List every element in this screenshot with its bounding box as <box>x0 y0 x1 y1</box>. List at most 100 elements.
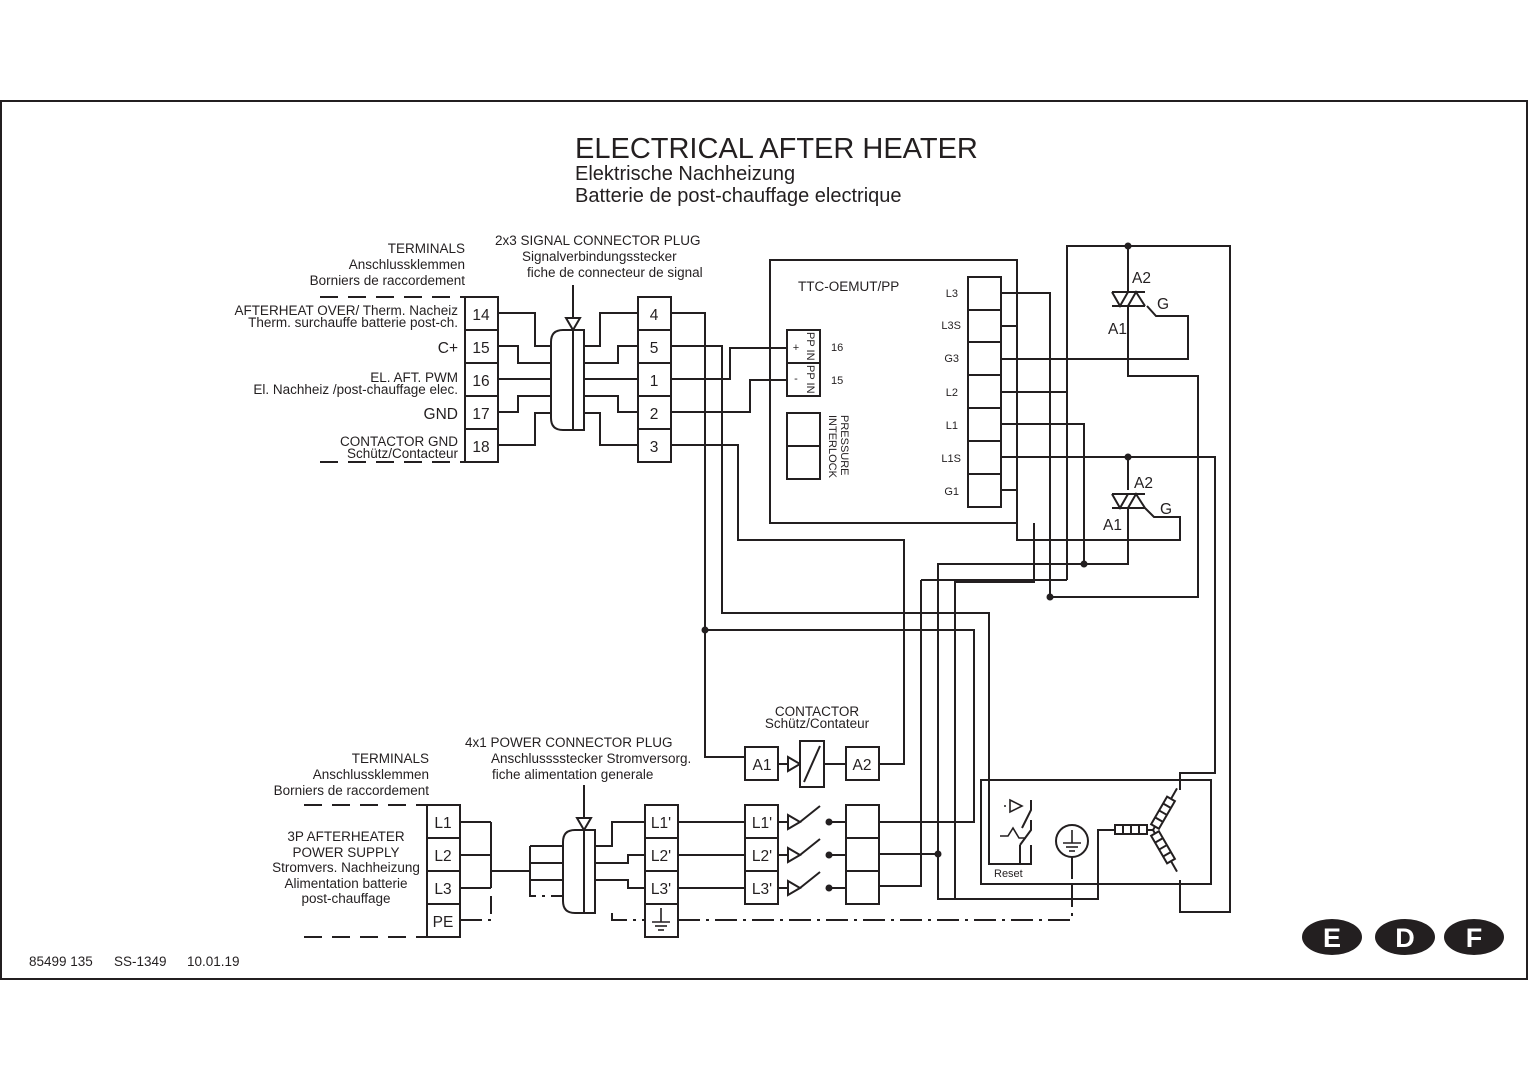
triac-1-gate: G <box>1157 296 1169 313</box>
output-G1: G1 <box>944 486 959 498</box>
controller-ttc: TTC-OEMUT/PP + - PP IN PP IN 16 15 PRESS… <box>769 259 1018 524</box>
terminal-18-label-de: Schütz/Contacteur <box>347 446 459 461</box>
power-pin-l1: L1' <box>651 815 671 832</box>
triac-2: A2 G A1 <box>1103 475 1172 534</box>
terminal-18: 18 <box>472 439 489 456</box>
signal-pin-2: 2 <box>650 406 659 423</box>
power-pin-l3: L3' <box>651 881 671 898</box>
contactor-pole-l2: L2' <box>752 848 772 865</box>
power-label-1: 3P AFTERHEATER <box>287 829 405 844</box>
power-terminals-heading-1: TERMINALS <box>352 751 429 766</box>
contactor-pole-l1: L1' <box>752 815 772 832</box>
contactor-heading-1: CONTACTOR <box>775 704 860 719</box>
doc-code: SS-1349 <box>114 954 167 969</box>
reset-label: Reset <box>994 868 1023 880</box>
language-badge-d <box>1375 919 1435 955</box>
power-plug-heading-2: Anschlusssstecker Stromversorg. <box>491 751 691 766</box>
pp-in-minus: - <box>794 373 798 385</box>
pp-in-label-1: PP IN <box>804 332 816 361</box>
terminal-17-label: GND <box>424 406 458 423</box>
terminal-15: 15 <box>472 340 489 357</box>
terminal-17: 17 <box>472 406 489 423</box>
signal-plug-heading-3: fiche de connecteur de signal <box>527 265 703 280</box>
language-f: F <box>1466 923 1483 953</box>
triac-1-a1: A1 <box>1108 321 1127 338</box>
terminal-15-label: C+ <box>438 340 458 357</box>
triac-2-gate: G <box>1160 501 1172 518</box>
pressure-interlock-2: INTERLOCK <box>826 415 838 479</box>
contactor-heading-2: Schütz/Contateur <box>765 716 870 731</box>
language-badges: E D F <box>1302 919 1504 955</box>
triac-1-a2: A2 <box>1132 270 1151 287</box>
output-wiring <box>879 242 1231 913</box>
triac-2-a1: A1 <box>1103 517 1122 534</box>
language-badge-f <box>1444 919 1504 955</box>
language-badge-e <box>1302 919 1362 955</box>
power-terminals-heading-2: Anschlussklemmen <box>313 767 429 782</box>
terminal-16-label: EL. AFT. PWM <box>370 370 458 385</box>
power-label-3: Stromvers. Nachheizung <box>272 860 420 875</box>
power-terminals-heading-3: Borniers de raccordement <box>274 783 430 798</box>
terminal-18-label: CONTACTOR GND <box>340 434 458 449</box>
footer: 85499 135 SS-1349 10.01.19 <box>29 954 240 969</box>
contactor: CONTACTOR Schütz/Contateur A1 A2 L1' L2'… <box>744 704 880 905</box>
output-L2: L2 <box>946 387 958 399</box>
output-L3S: L3S <box>941 320 961 332</box>
pp-in-pin-15: 15 <box>831 375 843 387</box>
terminal-14-label: AFTERHEAT OVER/ Therm. Nacheiz <box>234 303 458 318</box>
power-label-5: post-chauffage <box>301 891 390 906</box>
doc-number: 85499 135 <box>29 954 93 969</box>
signal-terminals: TERMINALS Anschlussklemmen Borniers de r… <box>234 241 499 463</box>
power-connector-plug: 4x1 POWER CONNECTOR PLUG Anschlussssteck… <box>465 735 1073 938</box>
controller-name: TTC-OEMUT/PP <box>798 279 899 294</box>
power-pin-l2: L2' <box>651 848 671 865</box>
title-block: ELECTRICAL AFTER HEATER Elektrische Nach… <box>575 133 978 207</box>
pp-in-plus: + <box>793 342 799 354</box>
power-plug-heading-3: fiche alimentation generale <box>492 767 653 782</box>
triac-1: A2 G A1 <box>1108 270 1169 338</box>
language-d: D <box>1395 923 1415 953</box>
signal-terminals-heading-1: TERMINALS <box>388 241 465 256</box>
doc-date: 10.01.19 <box>187 954 240 969</box>
title-fr: Batterie de post-chauffage electrique <box>575 185 902 207</box>
signal-pin-3: 3 <box>650 439 659 456</box>
title-en: ELECTRICAL AFTER HEATER <box>575 133 978 165</box>
signal-pin-1: 1 <box>650 373 659 390</box>
power-label-2: POWER SUPPLY <box>292 845 399 860</box>
signal-terminals-heading-2: Anschlussklemmen <box>349 257 465 272</box>
signal-pin-4: 4 <box>650 307 659 324</box>
power-terminals: TERMINALS Anschlussklemmen Borniers de r… <box>272 751 530 938</box>
power-terminal-l1: L1 <box>434 815 451 832</box>
output-G3: G3 <box>944 353 959 365</box>
output-L1S: L1S <box>941 453 961 465</box>
terminal-14: 14 <box>472 307 490 324</box>
contactor-pole-l3: L3' <box>752 881 772 898</box>
power-label-4: Alimentation batterie <box>284 876 407 891</box>
pp-in-label-2: PP IN <box>804 365 816 394</box>
heater-element: Reset <box>980 779 1212 885</box>
triac-2-a2: A2 <box>1134 475 1153 492</box>
pp-in-pin-16: 16 <box>831 342 843 354</box>
terminal-16-label-de: El. Nachheiz /post-chauffage elec. <box>253 382 458 397</box>
contactor-coil-a2: A2 <box>853 757 872 774</box>
pressure-interlock-1: PRESSURE <box>838 415 850 476</box>
power-terminal-l2: L2 <box>434 848 451 865</box>
sheet-frame <box>0 100 1528 980</box>
terminal-16: 16 <box>472 373 489 390</box>
power-terminal-l3: L3 <box>434 881 451 898</box>
heating-resistor-icon <box>1114 787 1178 873</box>
output-L1: L1 <box>946 420 958 432</box>
language-e: E <box>1323 923 1341 953</box>
power-plug-heading-1: 4x1 POWER CONNECTOR PLUG <box>465 735 673 750</box>
output-L3: L3 <box>946 288 958 300</box>
signal-plug-heading-2: Signalverbindungsstecker <box>522 249 677 264</box>
earth-ground-icon <box>1055 824 1089 880</box>
signal-plug-heading-1: 2x3 SIGNAL CONNECTOR PLUG <box>495 233 701 248</box>
signal-terminals-heading-3: Borniers de raccordement <box>310 273 466 288</box>
ground-icon <box>652 908 670 931</box>
signal-connector-plug: 2x3 SIGNAL CONNECTOR PLUG Signalverbindu… <box>495 233 703 463</box>
signal-pin-5: 5 <box>650 340 659 357</box>
power-terminal-pe: PE <box>433 914 454 931</box>
contactor-coil-a1: A1 <box>753 757 772 774</box>
